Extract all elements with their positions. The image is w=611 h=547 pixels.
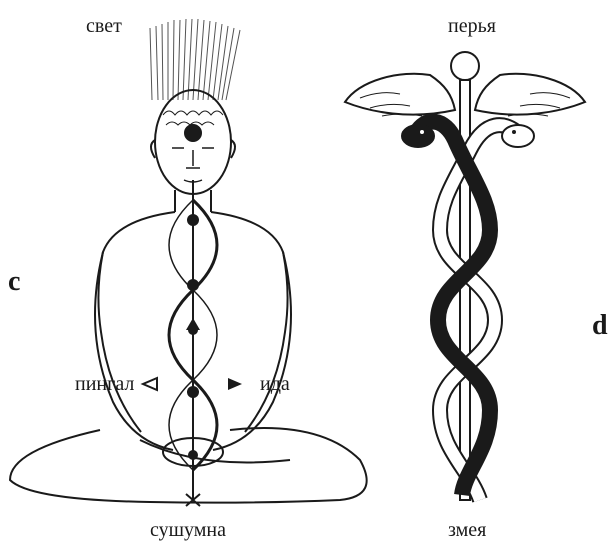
chakra-icon [187, 386, 199, 398]
right-torso [211, 212, 288, 432]
caduceus [345, 52, 585, 500]
panel-letter-c: c [8, 268, 20, 296]
label-pingala: пингал [75, 374, 134, 394]
energy-channels [143, 180, 242, 506]
left-torso [98, 212, 175, 432]
label-snake: змея [448, 520, 486, 540]
sushumna-arrow-icon [186, 318, 200, 330]
label-sushumna: сушумна [150, 520, 226, 540]
meditating-figure [10, 19, 367, 503]
left-wing [345, 74, 455, 115]
black-snake-head [402, 125, 434, 147]
label-light: свет [86, 16, 122, 36]
nose [186, 150, 200, 168]
label-ida: ида [260, 374, 290, 394]
chakra-icon [187, 279, 199, 291]
brain-texture [163, 111, 223, 125]
panel-letter-d: d [592, 312, 608, 340]
snake-eye-icon [420, 130, 424, 134]
staff-knob [451, 52, 479, 80]
right-wing [475, 74, 585, 115]
white-snake-head [502, 125, 534, 147]
third-eye-icon [185, 125, 201, 141]
pingala-arrow-icon [143, 378, 157, 390]
chakra-icon [188, 450, 198, 460]
light-rays [150, 19, 240, 100]
chakra-icon [187, 214, 199, 226]
right-arm [213, 252, 291, 450]
ida-arrow-icon [228, 378, 242, 390]
snake-eye-icon [512, 130, 516, 134]
left-arm [95, 252, 173, 450]
label-feathers: перья [448, 16, 496, 36]
